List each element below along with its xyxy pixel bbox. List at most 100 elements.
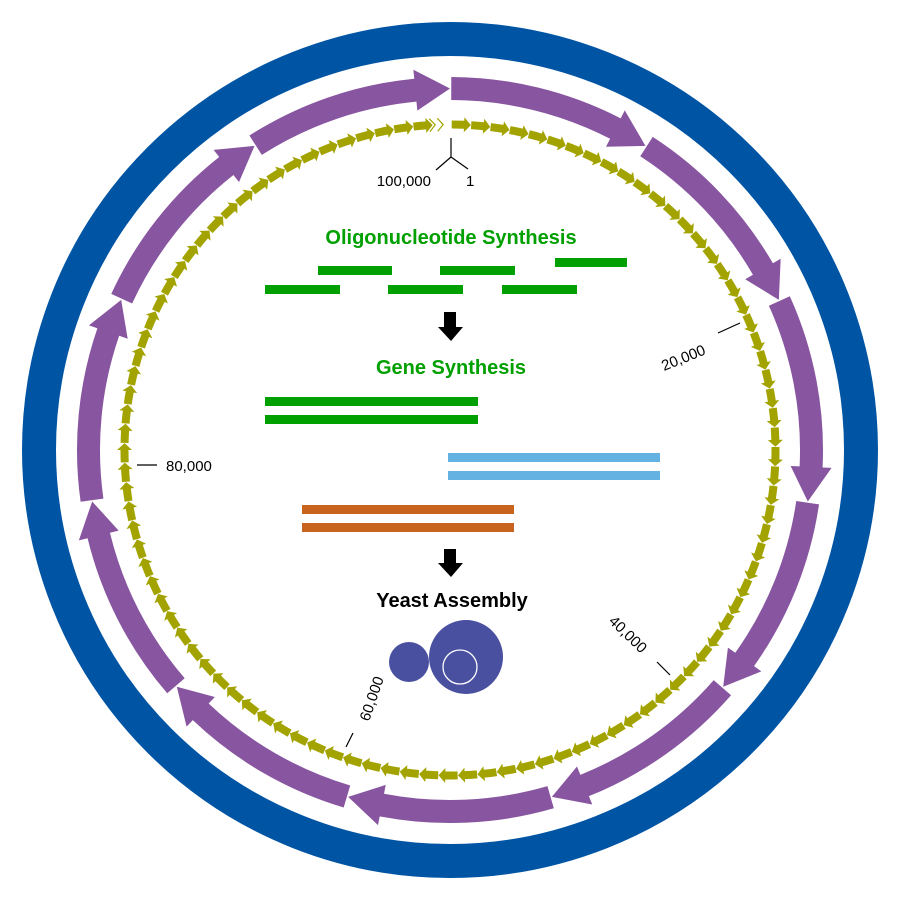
fragment-arrow xyxy=(117,423,133,443)
fragment-arrow xyxy=(126,366,142,386)
step-title-gene-synthesis: Gene Synthesis xyxy=(376,357,526,379)
fragment-arrow xyxy=(764,388,780,408)
origin-end-label: 100,000 xyxy=(377,173,431,190)
fragment-arrow xyxy=(220,202,238,220)
fragment-arrow xyxy=(632,178,651,196)
fragment-arrow xyxy=(154,593,171,613)
fragment-arrow xyxy=(235,189,253,207)
gene-strand xyxy=(265,397,478,406)
fragment-arrow xyxy=(160,277,178,296)
fragment-arrow xyxy=(457,767,478,783)
fragment-arrow xyxy=(137,329,153,349)
fragment-arrow xyxy=(744,560,760,580)
gene-strand xyxy=(265,415,478,424)
fragment-arrow xyxy=(767,446,783,467)
fragment-arrow xyxy=(718,612,735,631)
fragment-arrows xyxy=(117,117,783,783)
segment-arrow xyxy=(723,501,820,687)
fragment-arrow xyxy=(122,501,138,522)
fragment-arrow xyxy=(257,710,276,727)
fragment-arrow xyxy=(164,611,181,630)
segment-arrow xyxy=(551,680,732,805)
fragment-arrow xyxy=(138,557,154,578)
fragment-arrow xyxy=(117,462,133,483)
fragment-arrow xyxy=(145,576,162,596)
fragment-arrow xyxy=(655,687,673,704)
fragment-arrow xyxy=(477,766,498,782)
fragment-arrow xyxy=(496,763,517,779)
tick-80000: 80,000 xyxy=(137,458,212,475)
fragment-arrow xyxy=(582,149,602,166)
fragment-arrow xyxy=(490,121,510,137)
fragment-arrow xyxy=(669,673,687,691)
fragment-arrow xyxy=(607,722,626,739)
tick-20000: 20,000 xyxy=(659,322,741,375)
fragment-arrow xyxy=(756,523,772,543)
fragment-arrow xyxy=(589,731,609,748)
fragment-arrow xyxy=(756,349,771,370)
fragment-arrow xyxy=(413,117,433,133)
fragment-arrow xyxy=(676,216,694,234)
fragment-arrow xyxy=(206,216,224,234)
fragment-arrow xyxy=(119,404,135,424)
fragment-arrow xyxy=(751,541,766,562)
segment-arrow xyxy=(451,77,646,147)
fragment-arrow xyxy=(623,711,643,728)
oligo-fragment xyxy=(440,266,515,275)
fragment-arrow xyxy=(307,738,327,755)
origin-tick-left xyxy=(435,156,452,171)
fragment-arrow xyxy=(616,168,635,185)
fragment-arrow xyxy=(131,347,147,367)
origin-chevron-icon xyxy=(436,117,444,132)
fragment-arrow xyxy=(438,767,458,783)
oligo-fragment xyxy=(265,285,340,294)
tick-label-60000: 60,000 xyxy=(357,674,388,723)
tick-label-80000: 80,000 xyxy=(166,458,212,475)
step-title-yeast-assembly: Yeast Assembly xyxy=(376,590,528,612)
fragment-arrow xyxy=(764,485,780,505)
fragment-arrow xyxy=(419,767,439,783)
fragment-arrow xyxy=(742,313,758,333)
fragment-arrow xyxy=(534,754,555,770)
down-arrow-icon xyxy=(438,312,463,341)
fragment-arrow xyxy=(186,643,204,662)
segment-arrow xyxy=(76,299,128,502)
fragment-arrow xyxy=(690,230,707,249)
fragment-arrow xyxy=(599,158,619,175)
gene-duplex-green xyxy=(265,397,478,424)
fragment-arrow xyxy=(767,427,783,447)
fragment-arrow xyxy=(122,385,138,405)
fragment-arrow xyxy=(662,203,680,220)
fragment-arrow xyxy=(509,125,529,140)
oligo-fragment xyxy=(318,266,392,275)
fragment-arrow xyxy=(336,133,357,149)
segment-arrow xyxy=(640,136,781,300)
fragment-arrow xyxy=(126,520,142,541)
gene-strand xyxy=(302,523,514,532)
tick-label-40000: 40,000 xyxy=(605,613,650,657)
fragment-arrow xyxy=(227,686,245,704)
fragment-arrow xyxy=(283,156,302,173)
fragment-arrow xyxy=(639,699,658,717)
tick-40000: 40,000 xyxy=(605,613,671,676)
segment-arrows xyxy=(76,69,832,826)
fragment-arrow xyxy=(713,261,731,281)
yeast-cell-icon xyxy=(389,620,503,694)
fragment-arrow xyxy=(702,246,720,264)
fragment-arrow xyxy=(707,628,724,647)
fragment-arrow xyxy=(683,659,701,677)
segment-arrow xyxy=(768,296,832,502)
yeast-bud xyxy=(389,642,429,682)
oligo-fragments xyxy=(265,258,627,294)
yeast-mother-cell xyxy=(429,620,503,694)
fragment-arrow xyxy=(695,644,713,662)
tick-mark xyxy=(717,322,741,334)
fragment-arrow xyxy=(343,752,363,768)
segment-arrow xyxy=(176,686,351,808)
fragment-arrow xyxy=(117,443,132,463)
fragment-arrow xyxy=(119,482,135,502)
step-title-oligo-synthesis: Oligonucleotide Synthesis xyxy=(325,227,576,249)
fragment-arrow xyxy=(318,139,338,156)
fragment-arrow xyxy=(766,407,782,428)
